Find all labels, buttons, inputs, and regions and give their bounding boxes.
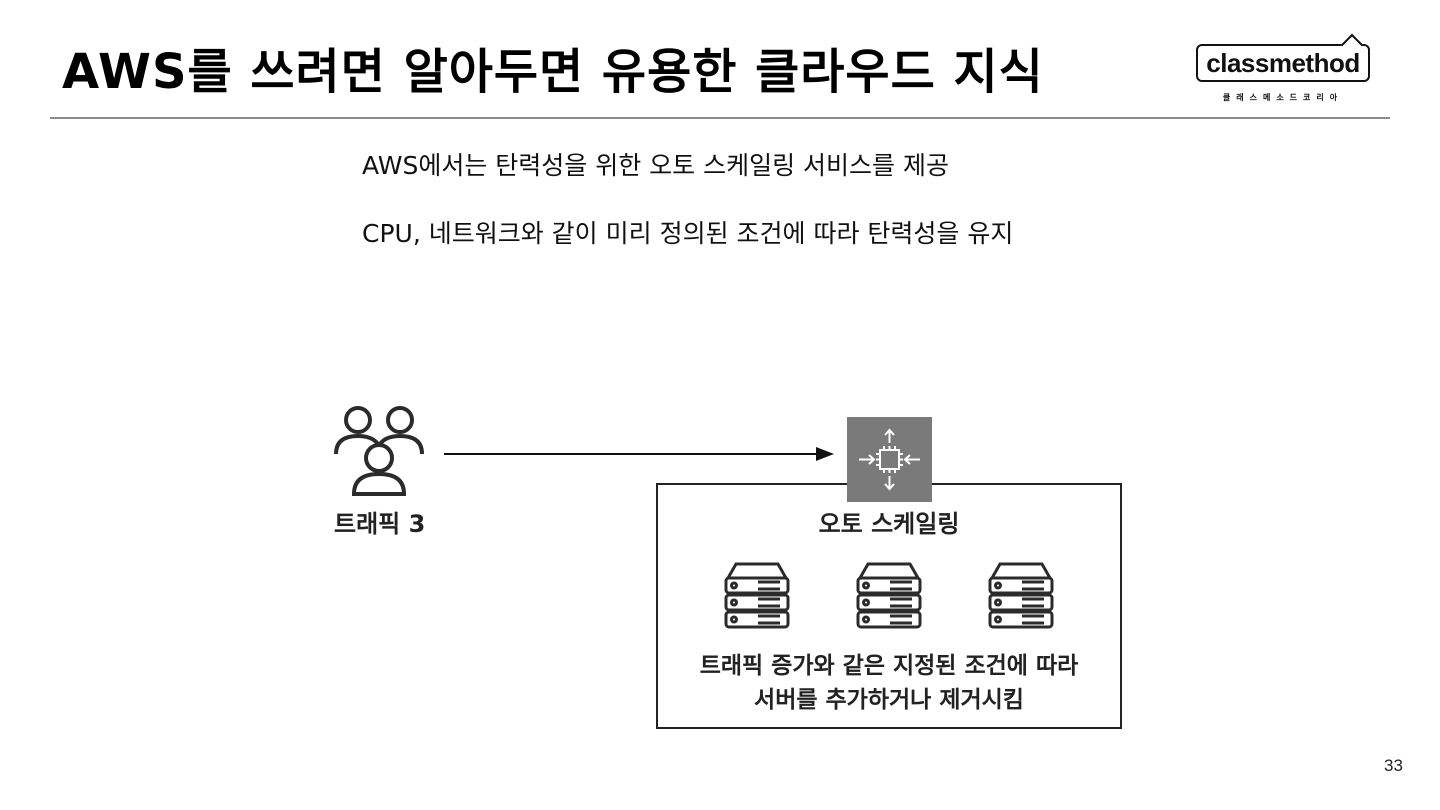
page-number: 33 (1384, 756, 1403, 775)
autoscaling-description-line-1: 트래픽 증가와 같은 지정된 조건에 따라 (699, 653, 1079, 679)
autoscaling-label: 오토 스케일링 (818, 510, 960, 538)
logo-subtext: 클래스메소드코리아 (1222, 93, 1344, 102)
server-icon (724, 562, 790, 629)
traffic-arrow (444, 447, 834, 461)
header-divider (50, 117, 1390, 119)
autoscaling-description-line-2: 서버를 추가하거나 제거시킴 (754, 687, 1024, 713)
classmethod-logo: classmethod (1196, 33, 1370, 82)
server-icon (988, 562, 1054, 629)
page-title: AWS를 쓰려면 알아두면 유용한 클라우드 지식 (62, 44, 1044, 100)
autoscaling-icon (847, 417, 932, 502)
users-icon (334, 406, 424, 496)
users-label: 트래픽 3 (334, 510, 426, 538)
server-icon (856, 562, 922, 629)
body-line-2: CPU, 네트워크와 같이 미리 정의된 조건에 따라 탄력성을 유지 (362, 219, 1014, 248)
logo-text: classmethod (1206, 47, 1360, 78)
body-line-1: AWS에서는 탄력성을 위한 오토 스케일링 서비스를 제공 (362, 151, 950, 180)
